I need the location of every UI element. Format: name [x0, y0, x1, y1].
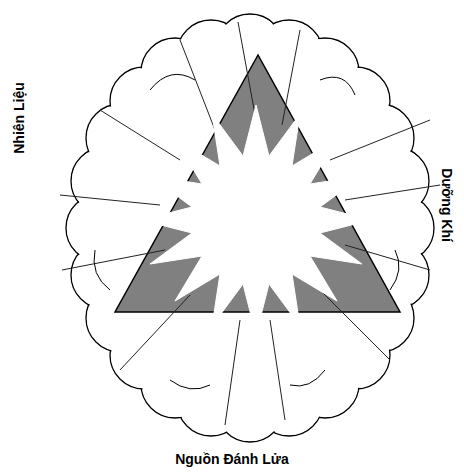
fire-triangle	[115, 55, 400, 312]
burst-core	[194, 158, 318, 282]
smoke-cloud-outline	[66, 14, 434, 442]
side-label: Nhiên Liệu	[12, 82, 27, 154]
smoke-cloud-fill	[67, 15, 433, 441]
side-label: Dưỡng Khí	[438, 168, 453, 242]
explosion-burst	[141, 105, 371, 335]
base-label: Nguồn Đánh Lửa	[175, 452, 289, 467]
burst-spikes	[60, 22, 440, 425]
